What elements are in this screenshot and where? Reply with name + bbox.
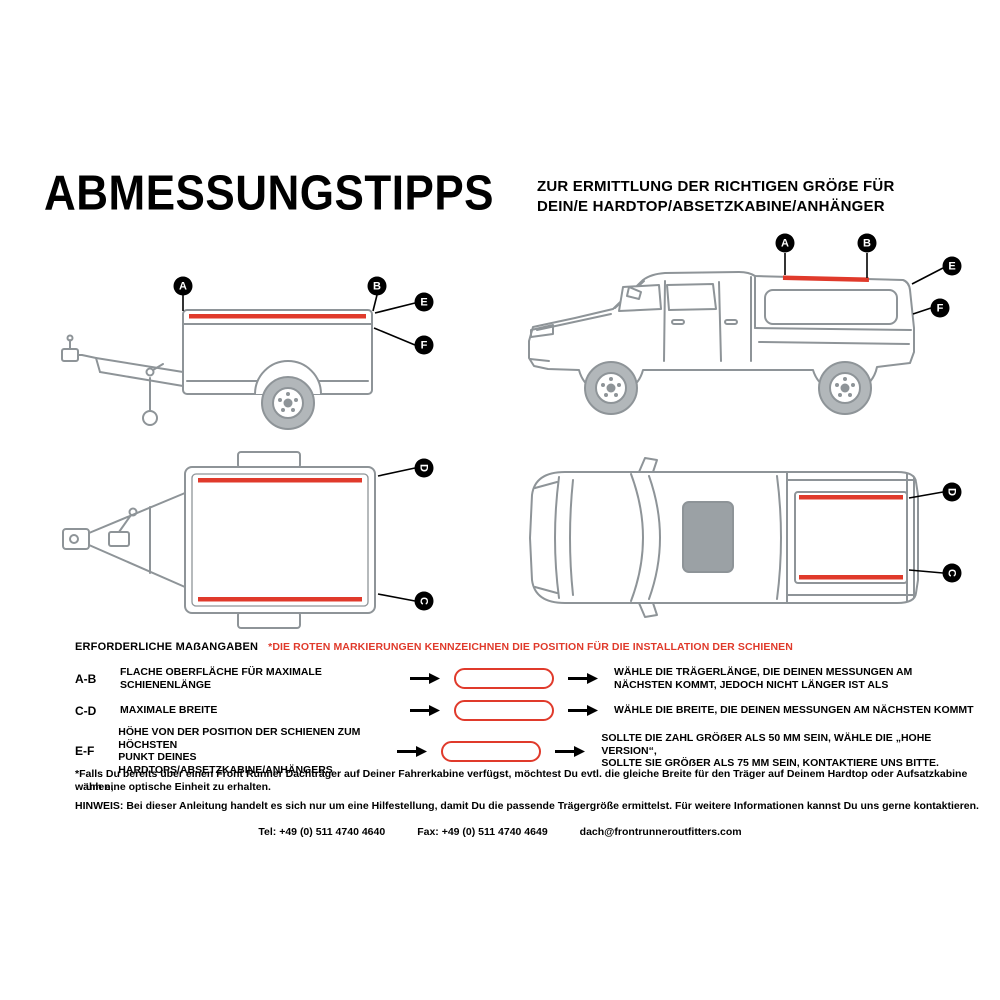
row-result-line: WÄHLE DIE BREITE, DIE DEINEN MESSUNGEN A… <box>614 704 974 717</box>
row-description-line: MAXIMALE BREITE <box>120 704 218 717</box>
row-result: SOLLTE DIE ZAHL GRÖẞER ALS 50 MM SEIN, W… <box>601 732 975 770</box>
diagram-truck-side: A B E F <box>515 230 965 435</box>
trailer-line-art <box>61 309 373 426</box>
trailer-side-drawing <box>61 294 416 430</box>
badge-b-truck-side: B <box>857 233 877 253</box>
badge-a-trailer-side: A <box>173 276 193 296</box>
rail-marking-trailer-top-front <box>198 478 362 483</box>
row-result-line: SOLLTE DIE ZAHL GRÖẞER ALS 50 MM SEIN, W… <box>601 732 932 757</box>
page-title: ABMESSUNGSTIPPS <box>44 166 495 221</box>
diagram-trailer-side: A B E F <box>50 255 440 445</box>
badge-c-truck-top: C <box>942 563 962 583</box>
arrow-right-icon <box>397 745 428 758</box>
measurement-row-ef: E-F HÖHE VON DER POSITION DER SCHIENEN Z… <box>75 726 975 776</box>
subtitle-line-1: ZUR ERMITTLUNG DER RICHTIGEN GRÖẞE FÜR <box>537 178 895 195</box>
badge-b-trailer-side: B <box>367 276 387 296</box>
contact-tel: Tel: +49 (0) 511 4740 4640 <box>258 826 386 838</box>
row-result: WÄHLE DIE TRÄGERLÄNGE, DIE DEINEN MESSUN… <box>614 666 912 691</box>
trailer-top-drawing <box>62 451 416 629</box>
measurement-row-cd: C-D MAXIMALE BREITE WÄHLE DIE BREITE, DI… <box>75 700 975 721</box>
row-key: E-F <box>75 744 95 758</box>
row-result-line: NÄCHSTEN KOMMT, JEDOCH NICHT LÄNGER IST … <box>614 678 889 691</box>
diagram-trailer-top: D C <box>55 445 445 640</box>
rail-marking-trailer-top-rear <box>198 597 362 602</box>
leader-lines-trailer-side <box>182 294 416 346</box>
row-result-line: WÄHLE DIE TRÄGERLÄNGE, DIE DEINEN MESSUN… <box>614 666 913 678</box>
measurement-input-pill <box>454 668 554 689</box>
row-result-line: SOLLTE SIE GRÖẞER ALS 75 MM SEIN, KONTAK… <box>601 757 939 770</box>
arrow-right-icon <box>568 672 598 685</box>
page-subtitle: ZUR ERMITTLUNG DER RICHTIGEN GRÖẞE FÜR D… <box>537 177 895 216</box>
required-measurements-header: ERFORDERLICHE MAẞANGABEN *DIE ROTEN MARK… <box>75 641 793 653</box>
rail-marking-truck-top-right <box>799 575 903 580</box>
row-description-line: HÖHE VON DER POSITION DER SCHIENEN ZUM H… <box>118 726 361 751</box>
leader-lines-truck-top <box>908 491 944 574</box>
red-markings-note: *DIE ROTEN MARKIERUNGEN KENNZEICHNEN DIE… <box>268 641 793 653</box>
contact-fax: Fax: +49 (0) 511 4740 4649 <box>417 826 548 838</box>
badge-e-truck-side: E <box>942 256 962 276</box>
row-description: MAXIMALE BREITE <box>120 704 410 717</box>
badge-f-truck-side: F <box>930 298 950 318</box>
hinweis-note: HINWEIS: Bei dieser Anleitung handelt es… <box>75 800 979 812</box>
row-description-line: PUNKT DEINES HARDTOPS/ABSETZKABINE/ANHÄN… <box>118 751 333 776</box>
badge-d-truck-top: D <box>942 482 962 502</box>
measurement-row-ab: A-B FLACHE OBERFLÄCHE FÜR MAXIMALE SCHIE… <box>75 666 975 691</box>
arrow-right-icon <box>555 745 586 758</box>
measurement-input-pill <box>441 740 542 762</box>
trailer-top-line-art <box>62 451 376 629</box>
trailer-wheel <box>261 376 315 430</box>
contact-line: Tel: +49 (0) 511 4740 4640 Fax: +49 (0) … <box>0 826 1000 838</box>
footnote-line-1: *Falls Du bereits über einen Front Runne… <box>75 768 968 793</box>
badge-a-truck-side: A <box>775 233 795 253</box>
subtitle-line-2: DEIN/E HARDTOP/ABSETZKABINE/ANHÄNGER <box>537 197 885 215</box>
arrow-right-icon <box>410 704 440 717</box>
truck-side-drawing <box>528 253 944 415</box>
truck-line-art <box>528 271 915 396</box>
leader-lines-truck-side <box>784 253 944 315</box>
leader-lines-trailer-top <box>377 467 416 602</box>
row-description: FLACHE OBERFLÄCHE FÜR MAXIMALE SCHIENENL… <box>120 666 410 691</box>
truck-top-drawing <box>529 457 944 618</box>
badge-c-trailer-top: C <box>414 591 434 611</box>
section-title: ERFORDERLICHE MAẞANGABEN <box>75 641 259 653</box>
arrow-right-icon <box>568 704 598 717</box>
row-result: WÄHLE DIE BREITE, DIE DEINEN MESSUNGEN A… <box>614 704 974 717</box>
row-key: C-D <box>75 703 97 718</box>
badge-f-trailer-side: F <box>414 335 434 355</box>
rail-marking-trailer-side <box>189 314 366 319</box>
arrow-right-icon <box>410 672 440 685</box>
footnote-line-2: um eine optische Einheit zu erhalten. <box>86 781 271 793</box>
diagram-truck-top: D C <box>515 450 970 635</box>
row-key: A-B <box>75 671 97 686</box>
badge-d-trailer-top: D <box>414 458 434 478</box>
truck-top-line-art <box>529 457 919 618</box>
badge-e-trailer-side: E <box>414 292 434 312</box>
contact-email: dach@frontrunneroutfitters.com <box>579 826 742 838</box>
measurement-input-pill <box>454 700 554 721</box>
rail-marking-truck-top-left <box>799 495 903 500</box>
row-description: HÖHE VON DER POSITION DER SCHIENEN ZUM H… <box>118 726 397 776</box>
rail-marking-truck-side <box>782 275 869 282</box>
row-description-line: FLACHE OBERFLÄCHE FÜR MAXIMALE SCHIENENL… <box>120 666 322 691</box>
truck-wheels <box>584 361 872 415</box>
